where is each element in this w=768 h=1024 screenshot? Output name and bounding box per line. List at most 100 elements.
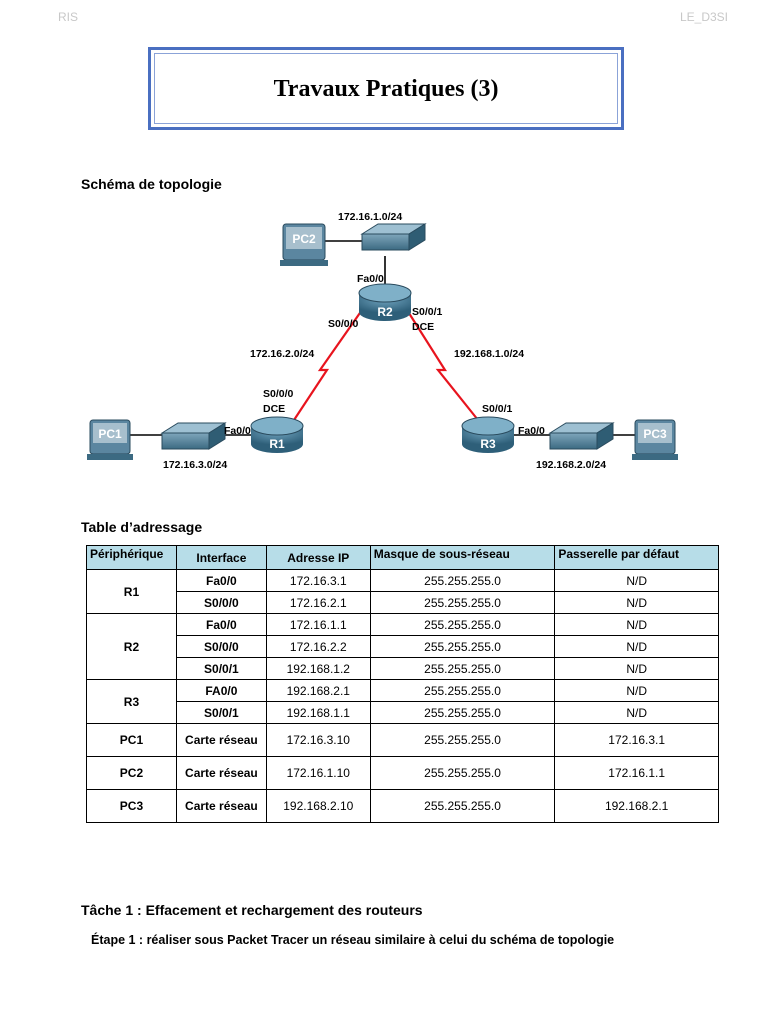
- table-row: R1 Fa0/0 172.16.3.1 255.255.255.0 N/D: [86, 569, 719, 614]
- title-box: Travaux Pratiques (3): [148, 47, 624, 130]
- ip-cell: 192.168.2.1: [265, 679, 371, 702]
- device-cell-r3: R3: [86, 679, 177, 724]
- ethernet-links: [128, 240, 635, 436]
- gateway-cell: N/D: [554, 613, 719, 636]
- r3-fa-label: Fa0/0: [518, 425, 545, 437]
- ip-cell: 192.168.1.2: [265, 657, 371, 680]
- col-header-gateway: Passerelle par défaut: [554, 545, 719, 570]
- col-header-interface: Interface: [175, 545, 267, 570]
- device-cell-pc3: PC3: [86, 789, 177, 823]
- mask-cell: 255.255.255.0: [369, 756, 556, 790]
- iface-cell: S0/0/1: [175, 701, 267, 724]
- r3-icon: R3: [461, 416, 515, 453]
- pc2-label: PC2: [292, 232, 316, 246]
- topology-diagram: PC2 R2 PC1 R1 R3: [87, 211, 678, 471]
- iface-cell: Carte réseau: [175, 723, 267, 757]
- gateway-cell: 172.16.1.1: [554, 756, 719, 790]
- iface-cell: Fa0/0: [175, 613, 267, 636]
- mask-cell: 255.255.255.0: [369, 679, 556, 702]
- table-row: S0/0/0 172.16.2.2 255.255.255.0 N/D: [87, 635, 719, 658]
- gateway-cell: 172.16.3.1: [554, 723, 719, 757]
- gateway-cell: N/D: [554, 591, 719, 614]
- ip-cell: 172.16.3.10: [265, 723, 371, 757]
- page-title: Travaux Pratiques (3): [273, 76, 499, 102]
- r2-dce-label: DCE: [412, 321, 434, 333]
- pc1-icon: PC1: [87, 419, 133, 460]
- ip-cell: 172.16.2.1: [265, 591, 371, 614]
- r2-label: R2: [377, 305, 393, 319]
- table-row: R3 FA0/0 192.168.2.1 255.255.255.0 N/D: [86, 679, 719, 724]
- r1-icon: R1: [250, 416, 304, 453]
- gateway-cell: N/D: [554, 679, 719, 702]
- switch-top-icon: [360, 223, 427, 251]
- mask-cell: 255.255.255.0: [369, 701, 556, 724]
- r1-label: R1: [269, 437, 285, 451]
- table-row: R2 Fa0/0 172.16.1.1 255.255.255.0 N/D: [86, 613, 719, 680]
- pc3-icon: PC3: [632, 419, 678, 460]
- iface-cell: S0/0/0: [175, 635, 267, 658]
- iface-cell: Carte réseau: [175, 789, 267, 823]
- table-row: PC3 Carte réseau 192.168.2.10 255.255.25…: [86, 789, 719, 823]
- table-row: S0/0/0 172.16.2.1 255.255.255.0 N/D: [87, 591, 719, 614]
- iface-cell: Carte réseau: [175, 756, 267, 790]
- r2-s000-label: S0/0/0: [328, 318, 359, 330]
- mask-cell: 255.255.255.0: [369, 657, 556, 680]
- switch-right-icon: [548, 422, 615, 450]
- device-cell-pc1: PC1: [86, 723, 177, 757]
- gateway-cell: N/D: [554, 635, 719, 658]
- net-left-label: 172.16.2.0/24: [250, 348, 314, 360]
- device-cell-r1: R1: [86, 569, 177, 614]
- gateway-cell: N/D: [554, 657, 719, 680]
- device-cell-pc2: PC2: [86, 756, 177, 790]
- serial-links: [293, 309, 479, 421]
- gateway-cell: 192.168.2.1: [554, 789, 719, 823]
- ip-cell: 172.16.2.2: [265, 635, 371, 658]
- r1-dce-label: DCE: [263, 403, 285, 415]
- iface-cell: Fa0/0: [175, 569, 267, 592]
- header-left-text: RIS: [58, 10, 79, 24]
- table-row: PC1 Carte réseau 172.16.3.10 255.255.255…: [86, 723, 719, 757]
- mask-cell: 255.255.255.0: [369, 613, 556, 636]
- table-row: S0/0/1 192.168.1.2 255.255.255.0 N/D: [87, 657, 719, 680]
- col-header-ip: Adresse IP: [265, 545, 371, 570]
- ip-cell: 172.16.3.1: [265, 569, 371, 592]
- gateway-cell: N/D: [554, 569, 719, 592]
- r2-fa-label: Fa0/0: [357, 273, 384, 285]
- pc2-icon: PC2: [280, 223, 328, 266]
- mask-cell: 255.255.255.0: [369, 635, 556, 658]
- topology-heading: Schéma de topologie: [81, 176, 222, 192]
- serial-link-r2-r3: [406, 309, 479, 421]
- table-heading: Table d’adressage: [81, 519, 203, 535]
- task-1-title: Tâche 1 : Effacement et rechargement des…: [81, 902, 423, 918]
- iface-cell: S0/0/0: [175, 591, 267, 614]
- r1-fa-label: Fa0/0: [224, 425, 251, 437]
- ip-cell: 172.16.1.10: [265, 756, 371, 790]
- ip-cell: 172.16.1.1: [265, 613, 371, 636]
- table-row: S0/0/1 192.168.1.1 255.255.255.0 N/D: [87, 701, 719, 724]
- col-header-device: Périphérique: [86, 545, 177, 570]
- iface-cell: FA0/0: [175, 679, 267, 702]
- r3-s001-label: S0/0/1: [482, 403, 513, 415]
- device-cell-r2: R2: [86, 613, 177, 680]
- serial-link-r1-r2: [293, 309, 363, 421]
- addressing-table: Périphérique Interface Adresse IP Masque…: [86, 545, 719, 823]
- col-header-mask: Masque de sous-réseau: [369, 545, 556, 570]
- header-right-text: LE_D3SI: [679, 10, 728, 24]
- r3-label: R3: [480, 437, 496, 451]
- r2-icon: R2: [358, 283, 412, 321]
- task-1-step-1: Étape 1 : réaliser sous Packet Tracer un…: [91, 933, 615, 947]
- net-right-label: 192.168.1.0/24: [454, 348, 524, 360]
- mask-cell: 255.255.255.0: [369, 789, 556, 823]
- net-r1-lan-label: 172.16.3.0/24: [163, 459, 227, 471]
- pc3-label: PC3: [643, 427, 667, 441]
- ip-cell: 192.168.2.10: [265, 789, 371, 823]
- mask-cell: 255.255.255.0: [369, 569, 556, 592]
- r1-s000-label: S0/0/0: [263, 388, 294, 400]
- table-row: PC2 Carte réseau 172.16.1.10 255.255.255…: [86, 756, 719, 790]
- iface-cell: S0/0/1: [175, 657, 267, 680]
- mask-cell: 255.255.255.0: [369, 591, 556, 614]
- r2-s001-label: S0/0/1: [412, 306, 443, 318]
- table-header-row: Périphérique Interface Adresse IP Masque…: [86, 545, 719, 570]
- mask-cell: 255.255.255.0: [369, 723, 556, 757]
- switch-left-icon: [160, 422, 227, 450]
